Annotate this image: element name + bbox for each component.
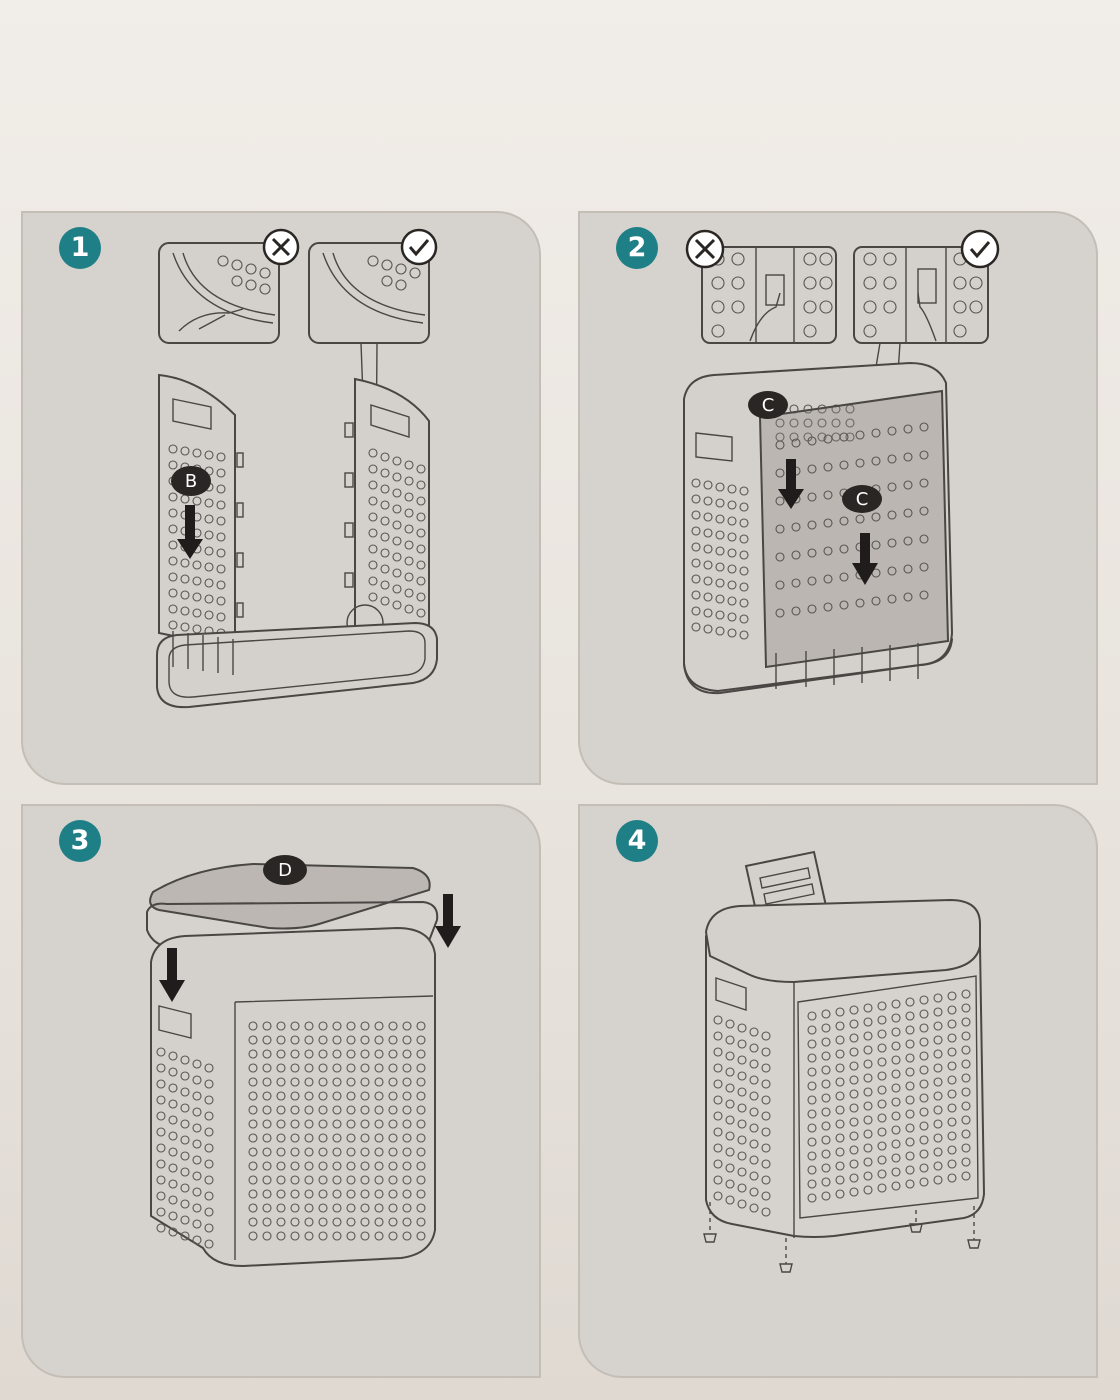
basket-body	[150, 926, 436, 1268]
down-arrow-icon	[778, 459, 804, 509]
step-number-badge: 4	[616, 820, 658, 862]
step-3-panel: D 3	[21, 804, 541, 1378]
feet-guides	[709, 1202, 975, 1264]
down-arrow-icon	[435, 894, 461, 948]
part-label-c	[748, 391, 788, 419]
step-number-badge: 1	[59, 227, 101, 269]
base-frame	[156, 621, 438, 709]
closed-lid	[704, 898, 981, 984]
step-number-badge: 2	[616, 227, 658, 269]
feet-screws	[703, 1223, 981, 1273]
step-1-panel: B 1	[21, 211, 541, 785]
lid-panel	[149, 862, 431, 930]
step-4-panel: 4	[578, 804, 1098, 1378]
front-panel-glass	[758, 389, 950, 669]
svg-text:C: C	[762, 395, 775, 416]
svg-text:C: C	[856, 489, 869, 510]
check-mark-icon	[960, 229, 1000, 269]
step-3-illustration: D	[146, 855, 461, 1268]
right-detail-box	[853, 246, 989, 344]
down-arrow-icon	[159, 948, 185, 1002]
part-label-b	[171, 466, 211, 496]
step-number-badge: 3	[59, 820, 101, 862]
hand-pointer-icon	[917, 292, 937, 342]
part-label-c	[842, 485, 882, 513]
hand-pointer-icon	[749, 292, 781, 342]
svg-text:D: D	[278, 860, 292, 881]
wrong-detail-box	[701, 246, 837, 344]
step-4-illustration	[703, 850, 985, 1273]
step-2-illustration: C C	[683, 229, 1000, 695]
check-mark-icon	[400, 228, 438, 266]
step-2-panel: C C 2	[578, 211, 1098, 785]
hand-pointer-icon	[178, 308, 244, 332]
down-arrow-icon	[852, 533, 878, 585]
step-1-illustration: B	[156, 228, 438, 709]
svg-text:B: B	[185, 471, 197, 492]
wrong-detail-holes	[217, 255, 271, 295]
basket-body	[705, 935, 985, 1238]
basket-body	[683, 361, 954, 695]
part-label-d	[263, 855, 307, 885]
down-arrow-icon	[177, 505, 203, 559]
